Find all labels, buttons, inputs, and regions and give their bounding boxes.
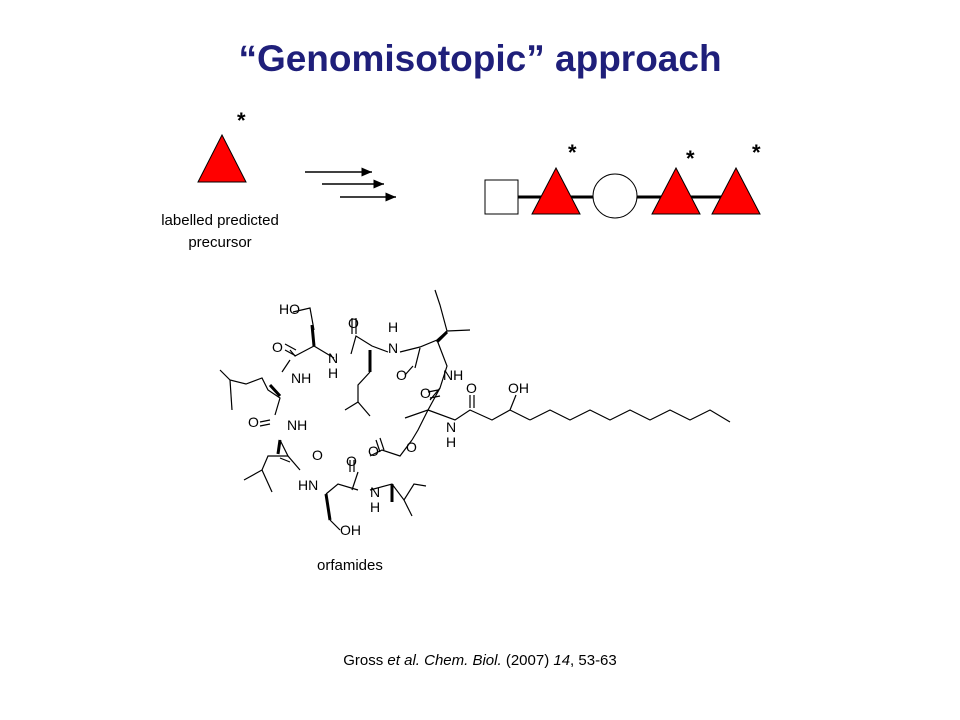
- molecule-name: orfamides: [317, 557, 383, 574]
- chain-square: [484, 179, 519, 215]
- chain-triangle-2: [651, 166, 701, 215]
- atom-nh-3: NH: [443, 367, 463, 383]
- citation: Gross et al. Chem. Biol. (2007) 14, 53-6…: [0, 652, 960, 669]
- orfamide-structure: [219, 289, 731, 531]
- structure-atom-labels: HO O NH O NH N H O H N O NH O N H O OH O…: [248, 301, 529, 574]
- atom-o-8: O: [346, 453, 357, 469]
- atom-o-4: O: [396, 367, 407, 383]
- atom-nh-1: NH: [291, 370, 311, 386]
- atom-h-2: H: [388, 319, 398, 335]
- process-arrows: [305, 167, 396, 202]
- atom-o-9: O: [312, 447, 323, 463]
- atom-o-2: O: [248, 414, 259, 430]
- atom-n-2: N: [388, 340, 398, 356]
- citation-etal: et al.: [387, 652, 420, 669]
- label-star-chain-1: *: [568, 140, 577, 165]
- atom-hn-1: HN: [298, 477, 318, 493]
- citation-year: (2007): [505, 652, 550, 669]
- atom-n-1: N: [328, 350, 338, 366]
- precursor-triangle: [197, 133, 247, 183]
- precursor-caption-line1: labelled predicted: [161, 212, 279, 229]
- citation-pages: , 53-63: [570, 652, 617, 669]
- assembled-chain: [484, 166, 761, 219]
- atom-h-1: H: [328, 365, 338, 381]
- chain-triangle-3: [711, 166, 761, 215]
- atom-n-4: N: [370, 484, 380, 500]
- label-star-precursor: *: [237, 108, 246, 133]
- citation-journal: Chem. Biol.: [424, 652, 502, 669]
- chain-triangle-1: [531, 166, 581, 215]
- chain-circle: [592, 173, 638, 219]
- atom-h-4: H: [370, 499, 380, 515]
- citation-volume: 14: [553, 652, 571, 669]
- label-star-chain-2: *: [686, 146, 695, 171]
- page-title: “Genomisotopic” approach: [238, 38, 722, 79]
- atom-ho-top: HO: [279, 301, 300, 317]
- atom-oh-bottom: OH: [340, 522, 361, 538]
- precursor-caption-line2: precursor: [188, 234, 252, 251]
- atom-o-1: O: [272, 339, 283, 355]
- atom-h-3: H: [446, 434, 456, 450]
- atom-o-3: O: [348, 315, 359, 331]
- precursor-caption: labelled predicted precursor: [130, 210, 310, 254]
- atom-n-3: N: [446, 419, 456, 435]
- label-star-chain-3: *: [752, 140, 761, 165]
- citation-authors: Gross: [343, 652, 384, 669]
- atom-nh-2: NH: [287, 417, 307, 433]
- atom-oh-right: OH: [508, 380, 529, 396]
- atom-o-ester: O: [406, 439, 417, 455]
- atom-o-6: O: [466, 380, 477, 396]
- atom-o-7: O: [368, 443, 379, 459]
- atom-o-5: O: [420, 385, 431, 401]
